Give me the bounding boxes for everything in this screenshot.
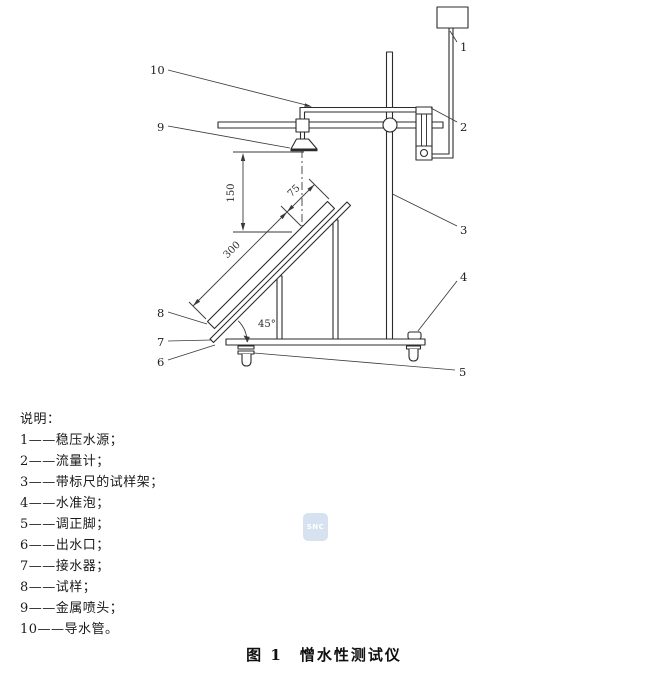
callout-8: 8 bbox=[157, 306, 164, 320]
metal-nozzle bbox=[290, 118, 318, 152]
dim-sample-length-label: 300 bbox=[222, 240, 243, 261]
watermark-text: SNC bbox=[306, 523, 325, 531]
figure-caption: 图 1 憎水性测试仪 bbox=[246, 646, 402, 664]
flow-meter bbox=[415, 106, 433, 161]
callout-9: 9 bbox=[157, 120, 164, 134]
bubble-level bbox=[407, 331, 422, 340]
callout-7: 7 bbox=[157, 335, 164, 349]
legend-item: 10——导水管。 bbox=[20, 622, 119, 637]
dimension-arrows bbox=[193, 153, 315, 343]
legend: 说明： 1——稳压水源； 2——流量计； 3——带标尺的试样架； 4——水准泡；… bbox=[20, 409, 164, 640]
water-source-box bbox=[436, 6, 469, 29]
legend-item: 6——出水口； bbox=[20, 538, 110, 553]
callout-5: 5 bbox=[459, 365, 466, 379]
water-guide-pipe bbox=[299, 106, 418, 122]
dim-incline-angle-label: 45° bbox=[258, 319, 276, 330]
watermark: SNC bbox=[303, 513, 328, 541]
leveling-feet bbox=[237, 345, 422, 367]
legend-item: 4——水准泡； bbox=[20, 496, 110, 511]
legend-item: 3——带标尺的试样架； bbox=[20, 475, 164, 490]
legend-item: 9——金属喷头； bbox=[20, 601, 124, 616]
callout-10: 10 bbox=[150, 63, 165, 77]
sample-plate bbox=[206, 200, 336, 330]
legend-item: 8——试样； bbox=[20, 580, 97, 595]
legend-item: 7——接水器； bbox=[20, 559, 110, 574]
dim-impact-offset-label: 75 bbox=[286, 183, 303, 200]
callout-3: 3 bbox=[460, 223, 467, 237]
water-source-tube bbox=[432, 28, 454, 159]
leader-arrow bbox=[304, 103, 312, 107]
apparatus-diagram: 150 300 75 45° 10 9 8 7 6 1 2 3 4 5 bbox=[150, 6, 469, 379]
callout-4: 4 bbox=[460, 270, 467, 284]
support-arm bbox=[217, 121, 444, 129]
callout-2: 2 bbox=[460, 120, 467, 134]
dim-drop-height-label: 150 bbox=[226, 183, 237, 202]
swivel-joint bbox=[382, 117, 398, 133]
legend-item: 5——调正脚； bbox=[20, 517, 110, 532]
legend-item: 2——流量计； bbox=[20, 454, 110, 469]
support-struts bbox=[276, 219, 339, 340]
legend-item: 1——稳压水源； bbox=[20, 433, 124, 448]
callout-6: 6 bbox=[157, 355, 164, 369]
callout-1: 1 bbox=[460, 40, 467, 54]
base-bar bbox=[225, 338, 426, 346]
stand-post bbox=[385, 51, 394, 340]
sample-holder-bar bbox=[209, 201, 352, 344]
legend-heading: 说明： bbox=[20, 412, 61, 427]
leader-lines bbox=[167, 30, 458, 371]
